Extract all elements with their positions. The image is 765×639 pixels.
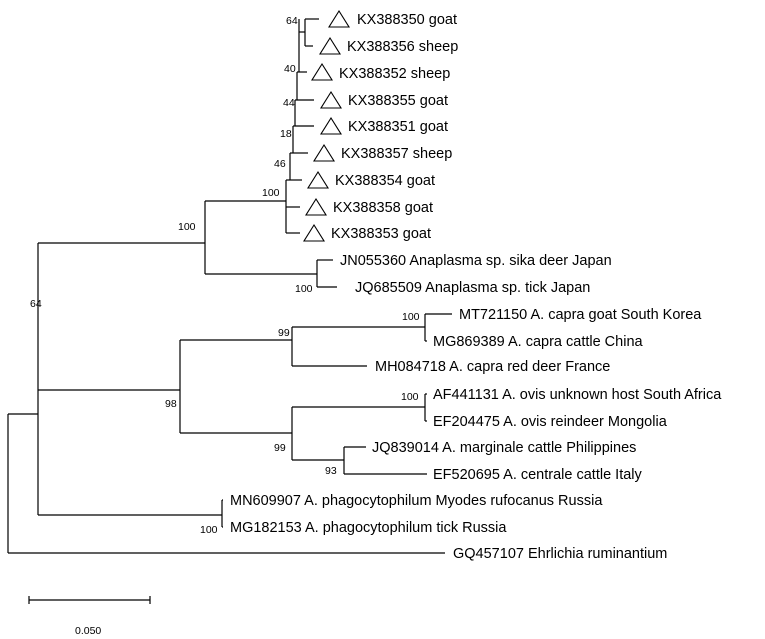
bootstrap-japan-clade: 100 [295, 283, 313, 295]
leaf-label-jn055360: JN055360 Anaplasma sp. sika deer Japan [340, 253, 612, 269]
triangle-icon [313, 143, 335, 162]
leaf-label-kx388354: KX388354 goat [335, 173, 435, 189]
leaf-label-kx388357: KX388357 sheep [341, 146, 452, 162]
triangle-icon [319, 36, 341, 55]
bootstrap-capra-100: 100 [402, 311, 420, 323]
bootstrap-kx-clade: 100 [262, 187, 280, 199]
bootstrap-root-64: 64 [30, 298, 42, 310]
leaf-label-kx388350: KX388350 goat [357, 12, 457, 28]
scale-bar-label: 0.050 [75, 625, 101, 637]
leaf-label-ef204475: EF204475 A. ovis reindeer Mongolia [433, 414, 668, 430]
bootstrap-ovis-100: 100 [401, 391, 419, 403]
leaf-label-kx388355: KX388355 goat [348, 93, 448, 109]
leaf-label-gq457107: GQ457107 Ehrlichia ruminantium [453, 546, 667, 562]
leaf-label-mg869389: MG869389 A. capra cattle China [433, 334, 644, 350]
bootstrap-capra-99: 99 [278, 327, 290, 339]
bootstrap-values: 64 40 44 18 46 100 100 100 64 100 99 100… [30, 15, 420, 536]
leaf-label-mn609907: MN609907 A. phagocytophilum Myodes rufoc… [230, 493, 603, 509]
bootstrap-ovis-marg-99: 99 [274, 442, 286, 454]
bootstrap-kx-18: 18 [280, 128, 292, 140]
triangle-icon [311, 62, 333, 81]
bootstrap-capra-ovis-98: 98 [165, 398, 177, 410]
leaf-label-kx388351: KX388351 goat [348, 119, 448, 135]
leaf-label-ef520695: EF520695 A. centrale cattle Italy [433, 467, 643, 483]
leaf-label-mh084718: MH084718 A. capra red deer France [375, 359, 610, 375]
triangle-icon [305, 197, 327, 216]
triangle-icon [320, 116, 342, 135]
leaf-labels: KX388350 goat KX388356 sheep KX388352 sh… [230, 12, 722, 562]
leaf-label-jq685509: JQ685509 Anaplasma sp. tick Japan [355, 280, 590, 296]
triangle-icon [307, 170, 329, 189]
leaf-label-af441131: AF441131 A. ovis unknown host South Afri… [433, 387, 722, 403]
triangle-icon [320, 90, 342, 109]
leaf-label-kx388352: KX388352 sheep [339, 66, 450, 82]
tree-branches [7, 18, 452, 554]
scale-bar: 0.050 [28, 596, 151, 637]
bootstrap-kx-46: 46 [274, 158, 286, 170]
bootstrap-marg-93: 93 [325, 465, 337, 477]
leaf-label-mg182153: MG182153 A. phagocytophilum tick Russia [230, 520, 507, 536]
study-markers [303, 9, 350, 242]
leaf-label-jq839014: JQ839014 A. marginale cattle Philippines [372, 440, 636, 456]
leaf-label-kx388356: KX388356 sheep [347, 39, 458, 55]
triangle-icon [328, 9, 350, 28]
leaf-label-kx388358: KX388358 goat [333, 200, 433, 216]
bootstrap-anaplasma-main: 100 [178, 221, 196, 233]
triangle-icon [303, 223, 325, 242]
bootstrap-kx-44: 44 [283, 97, 295, 109]
bootstrap-kx-top: 64 [286, 15, 298, 27]
bootstrap-phago-100: 100 [200, 524, 218, 536]
leaf-label-kx388353: KX388353 goat [331, 226, 431, 242]
leaf-label-mt721150: MT721150 A. capra goat South Korea [459, 307, 702, 323]
bootstrap-kx-40: 40 [284, 63, 296, 75]
